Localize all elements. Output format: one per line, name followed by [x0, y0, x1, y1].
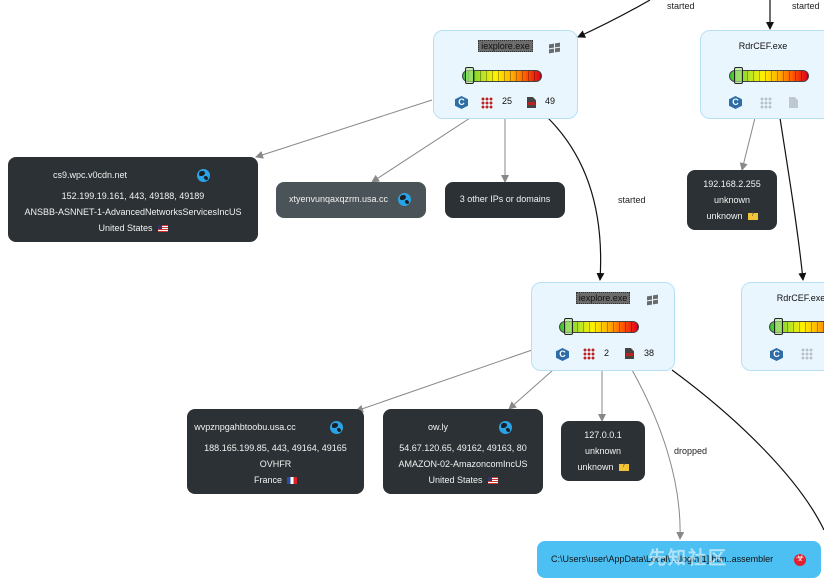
- edge-dropped: [631, 369, 685, 540]
- edge-label-dropped: dropped: [674, 446, 708, 456]
- file-icon: [789, 97, 798, 108]
- network-dots-icon: [583, 348, 595, 360]
- globe-icon: [499, 421, 512, 434]
- host-ip: 127.0.0.1: [584, 430, 622, 440]
- windows-icon: [549, 42, 561, 54]
- threat-gauge-knob: [564, 318, 573, 335]
- unknown-flag-icon: [747, 211, 758, 221]
- us-flag-icon: [157, 225, 168, 233]
- process-node-iexplore[interactable]: iexplore.exe 25 49: [433, 30, 578, 119]
- host-node-owly[interactable]: ow.ly 54.67.120.65, 49162, 49163, 80 AMA…: [383, 409, 543, 494]
- file-count: 38: [644, 348, 655, 358]
- host-ip: 192.168.2.255: [703, 179, 761, 189]
- network-dots-icon: [760, 97, 772, 109]
- edge-to-owly: [508, 369, 554, 410]
- code-icon: [770, 348, 783, 361]
- threat-gauge-knob: [774, 318, 783, 335]
- process-node-iexplore[interactable]: iexplore.exe 2 38: [531, 282, 675, 371]
- host-line2: unknown: [584, 446, 622, 456]
- network-dots-icon: [481, 97, 493, 109]
- threat-gauge: [462, 70, 542, 82]
- edge-started-top-left: [577, 0, 651, 38]
- host-line3: unknown: [687, 211, 777, 221]
- edge-started-mid: [547, 117, 605, 281]
- host-domain: xtyenvunqaxqzrm.usa.cc: [289, 194, 389, 204]
- process-node-rdrcef[interactable]: RdrCEF.exe: [700, 30, 824, 119]
- network-count: 2: [604, 348, 610, 358]
- edge-started-bottom: [671, 369, 824, 531]
- file-icon: [527, 97, 536, 108]
- file-count: 49: [545, 96, 556, 106]
- host-asn: OVHFR: [259, 459, 292, 469]
- host-domain: wvpznpgahbtoobu.usa.cc: [194, 422, 296, 432]
- us-flag-icon: [487, 477, 498, 485]
- process-name: RdrCEF.exe: [738, 41, 788, 51]
- threat-gauge-knob: [465, 67, 474, 84]
- edge-label-started: started: [618, 195, 646, 205]
- edge-label-started: started: [667, 1, 695, 11]
- code-icon: [455, 96, 468, 109]
- edge-label-started: started: [792, 1, 820, 11]
- process-node-rdrcef[interactable]: RdrCEF.exe: [741, 282, 824, 371]
- host-ip-ports: 152.199.19.161, 443, 49188, 49189: [61, 191, 205, 201]
- host-line3: unknown: [561, 462, 645, 472]
- host-node-xtyen[interactable]: xtyenvunqaxqzrm.usa.cc: [276, 182, 426, 218]
- host-country: United States: [8, 223, 258, 233]
- edge-to-wvpz: [355, 349, 533, 413]
- file-icon: [625, 348, 634, 359]
- edge-to-xtyen: [371, 117, 471, 183]
- host-node-others[interactable]: 3 other IPs or domains: [445, 182, 565, 218]
- host-ip-ports: 54.67.120.65, 49162, 49163, 80: [399, 443, 527, 453]
- edge-to-cs9: [255, 99, 433, 159]
- dropped-file-node[interactable]: C:\Users\user\AppData\Local\...\login[1]…: [537, 541, 821, 578]
- threat-gauge: [559, 321, 639, 333]
- process-name: iexplore.exe: [532, 292, 674, 304]
- host-country: United States: [383, 475, 543, 485]
- globe-icon: [330, 421, 343, 434]
- process-name: RdrCEF.exe: [776, 293, 824, 303]
- code-icon: [729, 96, 742, 109]
- host-asn: AMAZON-02-AmazoncomIncUS: [398, 459, 528, 469]
- host-ip-ports: 188.165.199.85, 443, 49164, 49165: [204, 443, 347, 453]
- host-domain: ow.ly: [427, 422, 448, 432]
- file-path: C:\Users\user\AppData\Local\...\login[1]…: [551, 554, 774, 564]
- unknown-flag-icon: [618, 462, 629, 472]
- code-icon: [556, 348, 569, 361]
- host-node-wvpz[interactable]: wvpznpgahbtoobu.usa.cc 188.165.199.85, 4…: [187, 409, 364, 494]
- threat-gauge: [729, 70, 809, 82]
- process-name: iexplore.exe: [434, 40, 577, 52]
- globe-icon: [197, 169, 210, 182]
- windows-icon: [647, 294, 659, 306]
- host-domain: cs9.wpc.v0cdn.net: [52, 170, 128, 180]
- host-asn: ANSBB-ASNNET-1-AdvancedNetworksServicesI…: [24, 207, 242, 217]
- threat-gauge-knob: [734, 67, 743, 84]
- host-node-127[interactable]: 127.0.0.1 unknown unknown: [561, 421, 645, 481]
- network-dots-icon: [801, 348, 813, 360]
- watermark: 先知社区: [648, 548, 728, 568]
- biohazard-icon: [794, 553, 806, 566]
- fr-flag-icon: [287, 477, 297, 485]
- host-country: France: [187, 475, 364, 485]
- edge-to-192: [739, 117, 756, 171]
- edge-started-right: [779, 117, 807, 281]
- globe-icon: [398, 193, 411, 206]
- others-label: 3 other IPs or domains: [459, 194, 551, 204]
- host-node-192[interactable]: 192.168.2.255 unknown unknown: [687, 170, 777, 230]
- host-line2: unknown: [713, 195, 751, 205]
- host-node-cs9[interactable]: cs9.wpc.v0cdn.net 152.199.19.161, 443, 4…: [8, 157, 258, 242]
- network-count: 25: [502, 96, 513, 106]
